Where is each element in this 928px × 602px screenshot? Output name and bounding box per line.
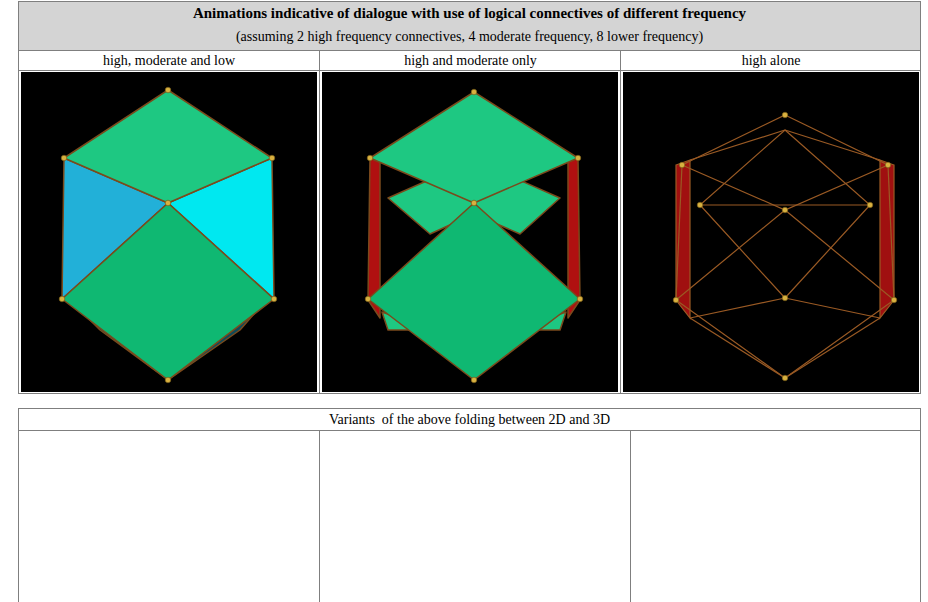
column-header: high alone: [621, 52, 921, 69]
polyhedron-partial: [368, 92, 580, 380]
table-rule: [19, 50, 921, 51]
vertex-dot: [575, 155, 581, 161]
vertex-dot: [471, 377, 477, 383]
table-title: Animations indicative of dialogue with u…: [18, 5, 921, 22]
polyhedron-wireframe: [676, 115, 894, 378]
vertex-dot: [697, 202, 703, 208]
vertex-dot: [367, 155, 373, 161]
image-panel: [21, 72, 317, 392]
polyhedron-solid: [62, 90, 274, 380]
vertex-dot: [471, 89, 477, 95]
vertex-dot: [577, 296, 583, 302]
vertex-dot: [61, 155, 67, 161]
table-header: Variants of the above folding between 2D…: [18, 411, 921, 428]
vertex-dot: [782, 112, 788, 118]
table-rule: [319, 431, 320, 602]
vertex-dot: [59, 296, 65, 302]
vertex-dot: [867, 202, 873, 208]
vertex-dot: [885, 162, 891, 168]
vertex-dot: [471, 200, 477, 206]
vertex-dot: [673, 297, 679, 303]
table-rule: [630, 431, 631, 602]
vertex-dot: [891, 297, 897, 303]
table-border: [19, 409, 921, 602]
image-panel: [623, 72, 919, 392]
vertex-dot: [782, 295, 788, 301]
table-subtitle: (assuming 2 high frequency connectives, …: [18, 28, 921, 45]
column-header: high, moderate and low: [18, 52, 320, 69]
table-rule: [19, 70, 921, 71]
vertex-dot: [679, 162, 685, 168]
vertex-dots: [59, 87, 897, 383]
table-border: [19, 2, 921, 394]
vertex-dot: [271, 296, 277, 302]
vertex-dot: [165, 200, 171, 206]
vertex-dot: [269, 155, 275, 161]
table-rule: [620, 51, 621, 394]
image-panel: [322, 72, 618, 392]
header-band: [19, 2, 921, 51]
vertex-dot: [782, 375, 788, 381]
column-header: high and moderate only: [320, 52, 621, 69]
vertex-dot: [365, 296, 371, 302]
table-rule: [319, 51, 320, 394]
table-rule: [19, 430, 921, 431]
vertex-dot: [782, 207, 788, 213]
vertex-dot: [165, 377, 171, 383]
vertex-dot: [165, 87, 171, 93]
